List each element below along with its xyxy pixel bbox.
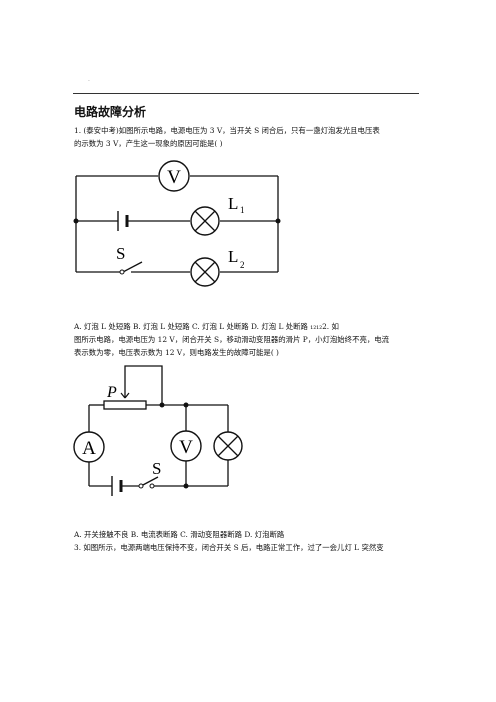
- q2-line-2: 表示数为零，电压表示数为 12 V，则电路发生的故障可能是( ): [74, 348, 279, 357]
- page-title: 电路故障分析: [74, 105, 147, 119]
- q1-line-1: 1. (泰安中考)如图所示电路，电源电压为 3 V，当开关 S 闭合后，只有一盏…: [74, 126, 380, 135]
- q1-options: A. 灯泡 L 处短路 B. 灯泡 L 处短路 C. 灯泡 L 处断路 D. 灯…: [74, 322, 339, 331]
- ammeter-symbol: [73, 431, 105, 463]
- q2-line-1: 图所示电路，电源电压为 12 V，闭合开关 S，移动滑动变阻器的滑片 P，小灯泡…: [74, 335, 390, 344]
- switch-blade: [122, 261, 143, 273]
- q2-options: A. 开关接触不良 B. 电流表断路 C. 滑动变阻器断路 D. 灯泡断路: [74, 530, 285, 539]
- rheostat-symbol: [103, 400, 147, 410]
- lamp-2-subscript: 2: [240, 260, 245, 270]
- voltmeter-label: V: [167, 167, 181, 188]
- header-rule: [73, 93, 419, 94]
- q1-line-2: 的示数为 3 V，产生这一现象的原因可能是( ): [74, 139, 223, 148]
- voltmeter-2-symbol: [170, 430, 202, 462]
- ammeter-label: A: [82, 438, 96, 459]
- lamp-2-label: L: [228, 247, 238, 266]
- voltmeter-symbol: [158, 160, 190, 192]
- lamp-1-subscript: 1: [240, 205, 245, 215]
- switch-2-label: S: [152, 459, 161, 478]
- header-mark: .: [88, 76, 90, 83]
- voltmeter-2-label: V: [179, 437, 193, 458]
- slider-label: P: [106, 384, 117, 401]
- switch-label: S: [116, 244, 125, 263]
- switch-2-blade: [140, 476, 159, 487]
- q3-line-1: 3. 如图所示，电源两端电压保持不变，闭合开关 S 后，电路正常工作，过了一会儿…: [74, 543, 384, 552]
- lamp-1-label: L: [228, 194, 238, 213]
